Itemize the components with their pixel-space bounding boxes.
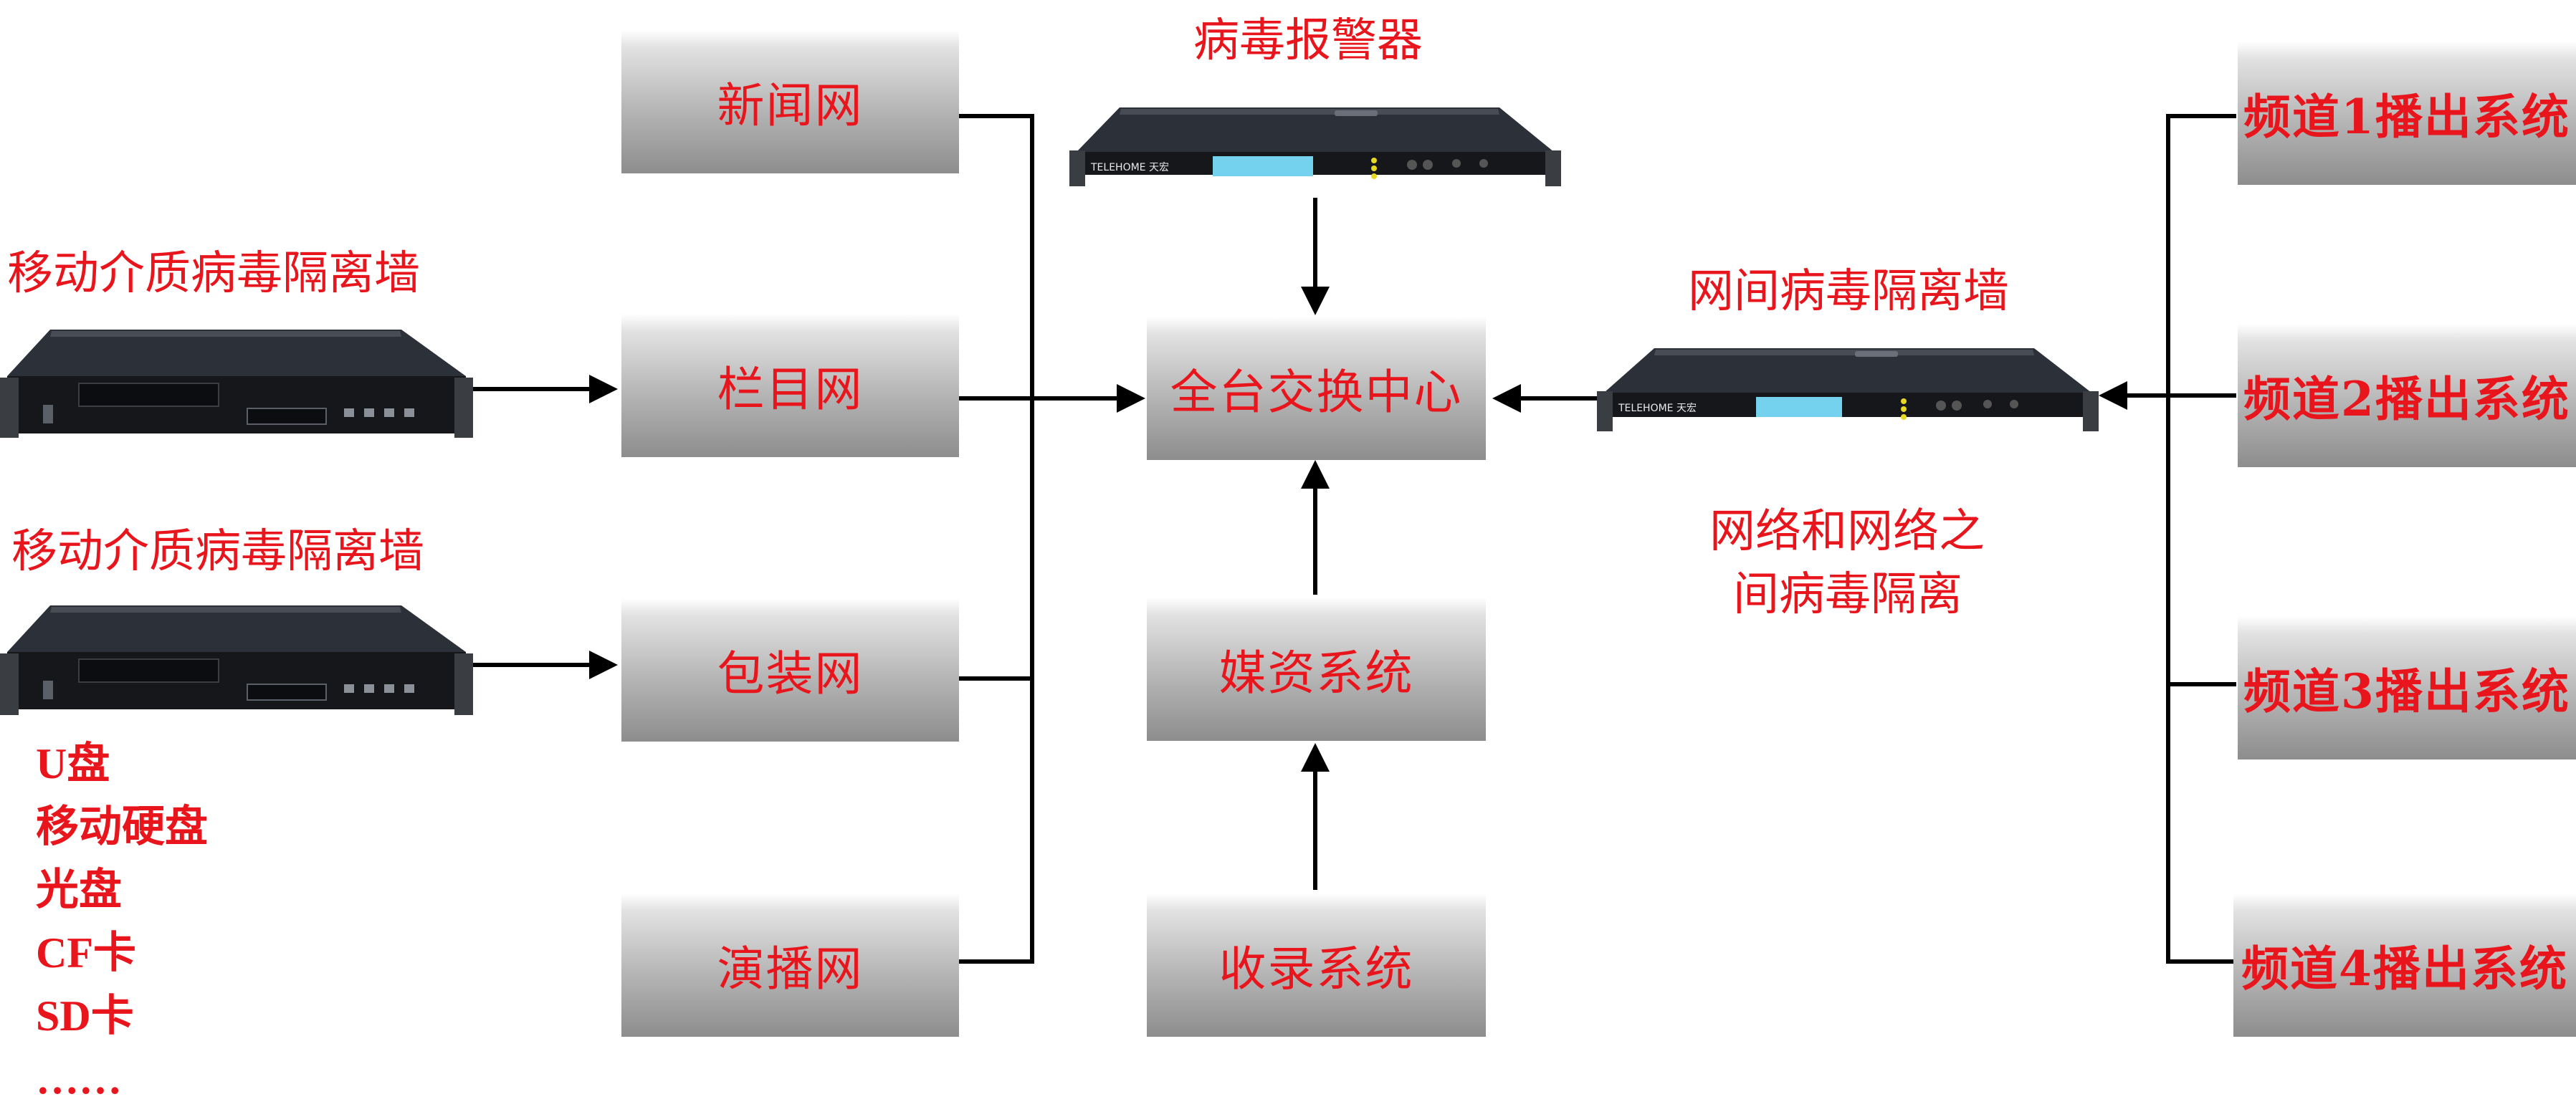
media-item-sd: SD卡 bbox=[36, 992, 134, 1040]
channel-4-label: 频道4播出系统 bbox=[2241, 941, 2568, 997]
right-wall-title: 网间病毒隔离墙 bbox=[1688, 265, 2009, 318]
ingest-system-box[interactable]: 收录系统 bbox=[1147, 893, 1486, 1037]
right-note-line-1: 网络和网络之 bbox=[1709, 505, 1985, 558]
alarm-device-image: TELEHOME 天宏 bbox=[1069, 107, 1561, 186]
media-firewall-device-1-image bbox=[0, 330, 473, 438]
network-firewall-device-image: TELEHOME 天宏 bbox=[1597, 348, 2099, 431]
channel-1-label: 频道1播出系统 bbox=[2243, 89, 2570, 145]
exchange-center-label: 全台交换中心 bbox=[1170, 365, 1463, 420]
media-item-more: …… bbox=[36, 1055, 122, 1103]
firewall-device-brand: TELEHOME 天宏 bbox=[1618, 403, 1697, 414]
broadcast-network-box[interactable]: 演播网 bbox=[621, 893, 959, 1037]
arrowhead-program-left bbox=[589, 375, 618, 403]
arrowhead-firewall-right bbox=[2099, 381, 2127, 410]
channel-3-box[interactable]: 频道3播出系统 bbox=[2238, 616, 2576, 759]
left-wall-title-1: 移动介质病毒隔离墙 bbox=[7, 247, 420, 300]
media-item-cf: CF卡 bbox=[36, 929, 136, 977]
left-wall-title-2: 移动介质病毒隔离墙 bbox=[11, 525, 424, 578]
media-asset-label: 媒资系统 bbox=[1218, 646, 1414, 701]
alarm-device-brand: TELEHOME 天宏 bbox=[1090, 162, 1169, 173]
packaging-network-box[interactable]: 包装网 bbox=[621, 598, 959, 742]
arrowhead-exchange-right bbox=[1492, 384, 1521, 413]
channel-2-label: 频道2播出系统 bbox=[2243, 371, 2570, 427]
program-network-label: 栏目网 bbox=[717, 362, 864, 417]
news-network-box[interactable]: 新闻网 bbox=[621, 30, 959, 173]
channel-4-box[interactable]: 频道4播出系统 bbox=[2233, 893, 2576, 1037]
channel-2-box[interactable]: 频道2播出系统 bbox=[2238, 324, 2576, 467]
ingest-system-label: 收录系统 bbox=[1218, 941, 1414, 997]
arrowhead-exchange-left bbox=[1117, 384, 1145, 413]
channel-1-box[interactable]: 频道1播出系统 bbox=[2238, 42, 2576, 185]
right-note-line-2: 间病毒隔离 bbox=[1733, 568, 1962, 621]
media-asset-box[interactable]: 媒资系统 bbox=[1147, 598, 1486, 741]
media-item-disc: 光盘 bbox=[36, 866, 122, 914]
media-firewall-device-2-image bbox=[0, 605, 473, 715]
exchange-center-box[interactable]: 全台交换中心 bbox=[1147, 317, 1486, 460]
program-network-box[interactable]: 栏目网 bbox=[621, 314, 959, 457]
broadcast-network-label: 演播网 bbox=[717, 941, 864, 997]
news-network-label: 新闻网 bbox=[717, 78, 864, 133]
media-item-hdd: 移动硬盘 bbox=[36, 803, 208, 850]
alarm-title: 病毒报警器 bbox=[1193, 14, 1423, 67]
arrowhead-exchange-bottom bbox=[1301, 460, 1330, 489]
packaging-network-label: 包装网 bbox=[717, 646, 864, 701]
media-list: U盘 移动硬盘 光盘 CF卡 SD卡 …… bbox=[36, 732, 208, 1111]
arrowhead-exchange-top bbox=[1301, 287, 1330, 315]
arrowhead-media-bottom bbox=[1301, 743, 1330, 772]
channel-3-label: 频道3播出系统 bbox=[2243, 663, 2570, 719]
arrowhead-packaging-left bbox=[589, 651, 618, 679]
media-item-usb: U盘 bbox=[36, 740, 110, 787]
